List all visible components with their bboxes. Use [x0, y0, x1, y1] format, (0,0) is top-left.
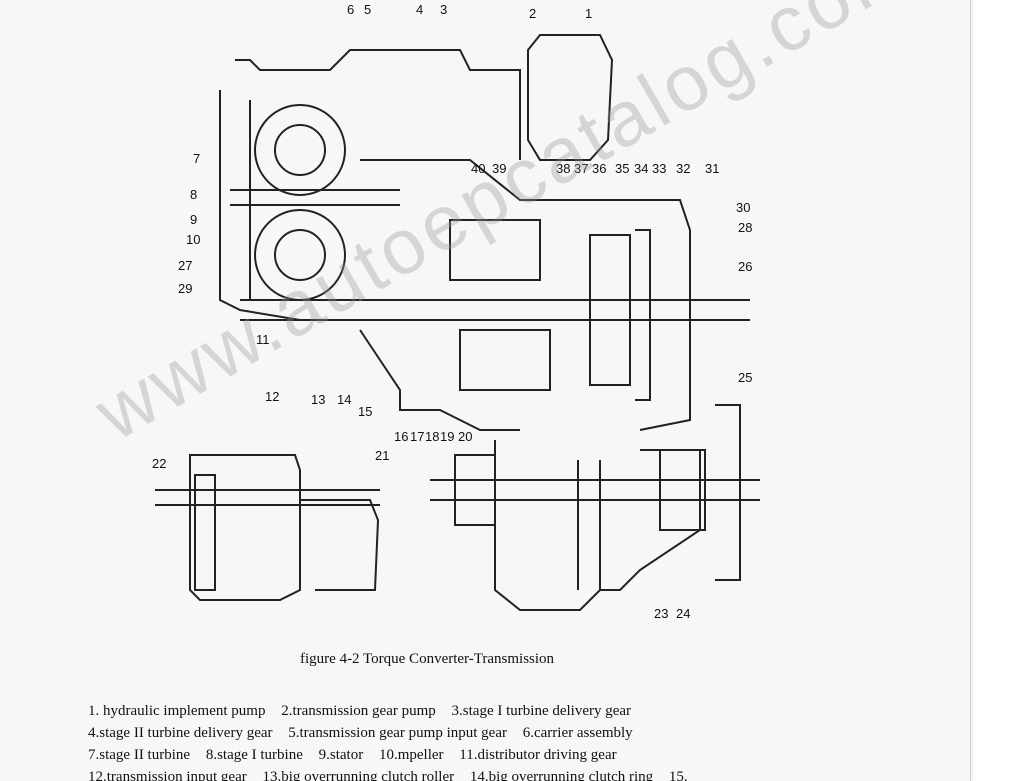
callout-29: 29	[178, 281, 192, 296]
callout-9: 9	[190, 212, 197, 227]
callout-31: 31	[705, 161, 719, 176]
callout-17: 17	[410, 429, 424, 444]
legend-item: 14.big overrunning clutch ring	[469, 769, 654, 781]
callout-23: 23	[654, 606, 668, 621]
legend-item: 5.transmission gear pump input gear	[288, 725, 507, 741]
legend-item: 2.transmission gear pump	[281, 703, 436, 719]
callout-27: 27	[178, 258, 192, 273]
callout-35: 35	[615, 161, 629, 176]
document-page: 6 5 4 3 2 1 7 8 9 10 27 29 11 12 13 14 1…	[80, 0, 971, 781]
callout-8: 8	[190, 187, 197, 202]
figure-caption: figure 4-2 Torque Converter-Transmission	[300, 651, 555, 667]
callout-28: 28	[738, 220, 752, 235]
parts-legend: 1. hydraulic implement pump 2.transmissi…	[88, 700, 700, 781]
callout-30: 30	[736, 200, 750, 215]
callout-3: 3	[440, 2, 447, 17]
legend-item: 15.	[668, 769, 688, 781]
legend-item: 13.big overrunning clutch roller	[262, 769, 455, 781]
callout-24: 24	[676, 606, 690, 621]
callout-14: 14	[337, 392, 351, 407]
legend-line: 4.stage II turbine delivery gear 5.trans…	[88, 722, 700, 744]
callout-18: 18	[425, 429, 439, 444]
callout-40: 40	[471, 161, 485, 176]
legend-line: 1. hydraulic implement pump 2.transmissi…	[88, 700, 700, 722]
callout-1: 1	[585, 6, 592, 21]
callout-32: 32	[676, 161, 690, 176]
legend-item: 11.distributor driving gear	[459, 747, 617, 763]
legend-item: 8.stage I turbine	[205, 747, 303, 763]
callout-19: 19	[440, 429, 454, 444]
callout-5: 5	[364, 2, 371, 17]
legend-line: 7.stage II turbine 8.stage I turbine 9.s…	[88, 744, 700, 766]
callout-22: 22	[152, 456, 166, 471]
callout-37: 37	[574, 161, 588, 176]
callout-38: 38	[556, 161, 570, 176]
legend-item: 6.carrier assembly	[522, 725, 633, 741]
callout-26: 26	[738, 259, 752, 274]
legend-item: 9.stator	[318, 747, 364, 763]
callout-10: 10	[186, 232, 200, 247]
callout-20: 20	[458, 429, 472, 444]
callout-15: 15	[358, 404, 372, 419]
legend-item: 3.stage I turbine delivery gear	[451, 703, 632, 719]
callout-2: 2	[529, 6, 536, 21]
callout-39: 39	[492, 161, 506, 176]
torque-converter-diagram: 6 5 4 3 2 1 7 8 9 10 27 29 11 12 13 14 1…	[152, 2, 760, 621]
callout-4: 4	[416, 2, 423, 17]
callout-36: 36	[592, 161, 606, 176]
callout-13: 13	[311, 392, 325, 407]
callout-6: 6	[347, 2, 354, 17]
legend-item: 4.stage II turbine delivery gear	[88, 725, 273, 741]
callout-33: 33	[652, 161, 666, 176]
callout-7: 7	[193, 151, 200, 166]
callout-21: 21	[375, 448, 389, 463]
callout-11: 11	[256, 332, 270, 347]
callout-25: 25	[738, 370, 752, 385]
legend-item: 10.mpeller	[378, 747, 444, 763]
callout-34: 34	[634, 161, 648, 176]
legend-item: 7.stage II turbine	[88, 747, 191, 763]
callout-12: 12	[265, 389, 279, 404]
legend-line: 12.transmission input gear 13.big overru…	[88, 766, 700, 781]
callout-16: 16	[394, 429, 408, 444]
legend-item: 12.transmission input gear	[88, 769, 247, 781]
legend-item: 1. hydraulic implement pump	[88, 703, 266, 719]
